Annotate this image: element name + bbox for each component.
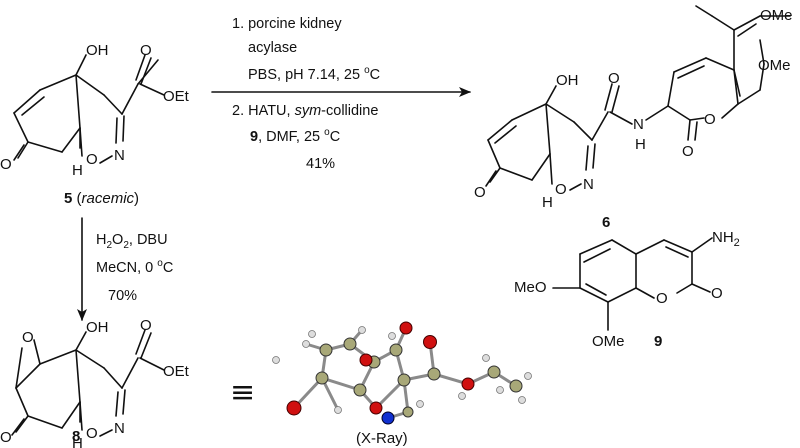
compound-5-labels: OH O OEt O N O H 5 (racemic) [0,42,190,207]
xray-label: (X-Ray) [356,430,408,447]
compound-5-structure [13,54,165,164]
c5-oet: OEt [163,88,190,105]
c6-n: N [583,176,594,193]
c8-oet: OEt [163,363,190,380]
c9-ome: OMe [592,333,625,350]
c6-ome-top: OMe [760,7,793,24]
compound-8-structure [11,329,165,437]
c6-oh: OH [556,72,579,89]
c5-o-ketone: O [0,156,12,173]
c9-o-ring: O [656,290,668,307]
c5-oh: OH [86,42,109,59]
c9-meo: MeO [514,279,547,296]
c8-o-carbonyl: O [140,317,152,334]
c6-o-lactone: O [682,143,694,160]
xray-atoms [272,321,532,425]
c8-o-epoxide: O [22,329,34,346]
compound-9-labels: NH2 MeO OMe O O 9 [514,229,740,350]
compound-8-labels: O OH O OEt O N O H 8 [0,317,190,448]
compound-6-structure [485,5,791,191]
c5-o-ring: O [86,151,98,168]
c8-h: H [72,435,83,448]
cond-step2-line2: 9, DMF, 25 oC [250,127,340,145]
cond-step1-line1: 1. porcine kidney [232,16,342,32]
compound-8-number: 8 [72,428,81,445]
c8-oh: OH [86,319,109,336]
c8-o-ring: O [86,425,98,442]
c8-n: N [114,420,125,437]
horizontal-arrow-conditions: 1. porcine kidney acylase PBS, pH 7.14, … [232,16,380,172]
cond-step1-line3: PBS, pH 7.14, 25 oC [248,65,380,83]
cond-h2o2-dbu: H2O2, DBU [96,232,168,251]
c6-amide-n: N [633,116,644,133]
compound-6-label: 6 [602,214,610,231]
c6-h: H [542,194,553,211]
c5-h: H [72,162,83,179]
cond-step2-line1: 2. HATU, sym-collidine [232,103,378,119]
cond-step1-line2: acylase [248,40,297,56]
compound-6-labels: OH O N H O N O H OMe OMe O O 6 [474,7,793,231]
c6-ome-right: OMe [758,57,791,74]
cond-mecn: MeCN, 0 oC [96,258,173,276]
vertical-arrow-conditions: H2O2, DBU MeCN, 0 oC 70% [96,232,173,304]
compound-5-label: 5 (racemic) [64,190,139,207]
compound-9-label: 9 [654,333,662,350]
cond-yield-70: 70% [108,288,137,304]
c6-o-ring: O [555,181,567,198]
xray-crystal-structure [292,326,518,420]
cond-yield-41: 41% [306,156,335,172]
c6-amide-h: H [635,136,646,153]
c5-o-carbonyl: O [140,42,152,59]
equivalence-symbol: ≡ [230,375,255,410]
c9-o-carbonyl: O [711,285,723,302]
c6-o-amide: O [608,70,620,87]
c8-o-ketone: O [0,429,12,446]
compound-9-structure [552,237,713,331]
c9-nh2: NH2 [712,229,740,249]
c6-o-lactone-ring: O [704,111,716,128]
c6-o-ketone: O [474,184,486,201]
c5-n: N [114,147,125,164]
